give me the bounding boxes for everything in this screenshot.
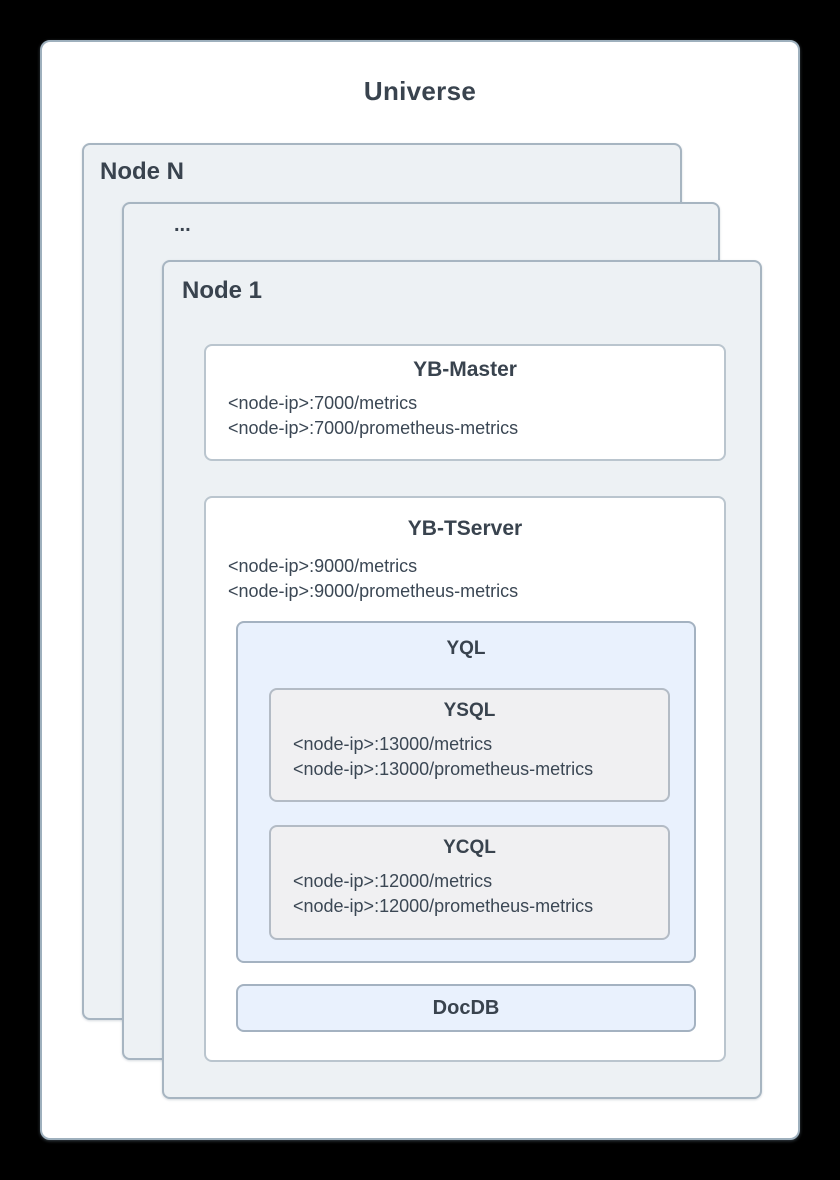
- node-1-label: Node 1: [182, 277, 263, 304]
- yb-master-title: YB-Master: [413, 358, 517, 381]
- node-1-box: Node 1 YB-Master <node-ip>:7000/metrics …: [162, 260, 762, 1099]
- yb-master-endpoint-prometheus: <node-ip>:7000/prometheus-metrics: [228, 418, 519, 438]
- docdb-title: DocDB: [432, 997, 500, 1019]
- yql-title: YQL: [446, 638, 486, 659]
- yb-tserver-endpoint-prometheus: <node-ip>:9000/prometheus-metrics: [228, 581, 519, 601]
- ysql-box: YSQL <node-ip>:13000/metrics <node-ip>:1…: [269, 688, 670, 802]
- ellipsis-label: ...: [174, 214, 191, 236]
- yql-box: YQL YSQL <node-ip>:13000/metrics <node-i…: [236, 621, 696, 963]
- yb-master-endpoints: <node-ip>:7000/metrics <node-ip>:7000/pr…: [228, 391, 714, 441]
- ycql-endpoints: <node-ip>:12000/metrics <node-ip>:12000/…: [293, 869, 658, 919]
- yb-tserver-title: YB-TServer: [407, 517, 523, 540]
- ysql-title: YSQL: [443, 700, 496, 721]
- universe-title: Universe: [363, 76, 477, 106]
- ycql-endpoint-metrics: <node-ip>:12000/metrics: [293, 871, 493, 891]
- universe-box: Universe Node N ... Node 1 YB-Master <no…: [40, 40, 800, 1140]
- ysql-endpoint-metrics: <node-ip>:13000/metrics: [293, 734, 493, 754]
- ysql-endpoints: <node-ip>:13000/metrics <node-ip>:13000/…: [293, 732, 658, 782]
- ycql-box: YCQL <node-ip>:12000/metrics <node-ip>:1…: [269, 825, 670, 940]
- docdb-box: DocDB: [236, 984, 696, 1032]
- yb-tserver-box: YB-TServer <node-ip>:9000/metrics <node-…: [204, 496, 726, 1062]
- ycql-endpoint-prometheus: <node-ip>:12000/prometheus-metrics: [293, 896, 594, 916]
- node-n-label: Node N: [100, 158, 184, 185]
- ycql-title: YCQL: [443, 837, 496, 858]
- ysql-endpoint-prometheus: <node-ip>:13000/prometheus-metrics: [293, 759, 594, 779]
- yb-tserver-endpoints: <node-ip>:9000/metrics <node-ip>:9000/pr…: [228, 554, 714, 604]
- yb-tserver-endpoint-metrics: <node-ip>:9000/metrics: [228, 556, 418, 576]
- yb-master-box: YB-Master <node-ip>:7000/metrics <node-i…: [204, 344, 726, 461]
- yb-master-endpoint-metrics: <node-ip>:7000/metrics: [228, 393, 418, 413]
